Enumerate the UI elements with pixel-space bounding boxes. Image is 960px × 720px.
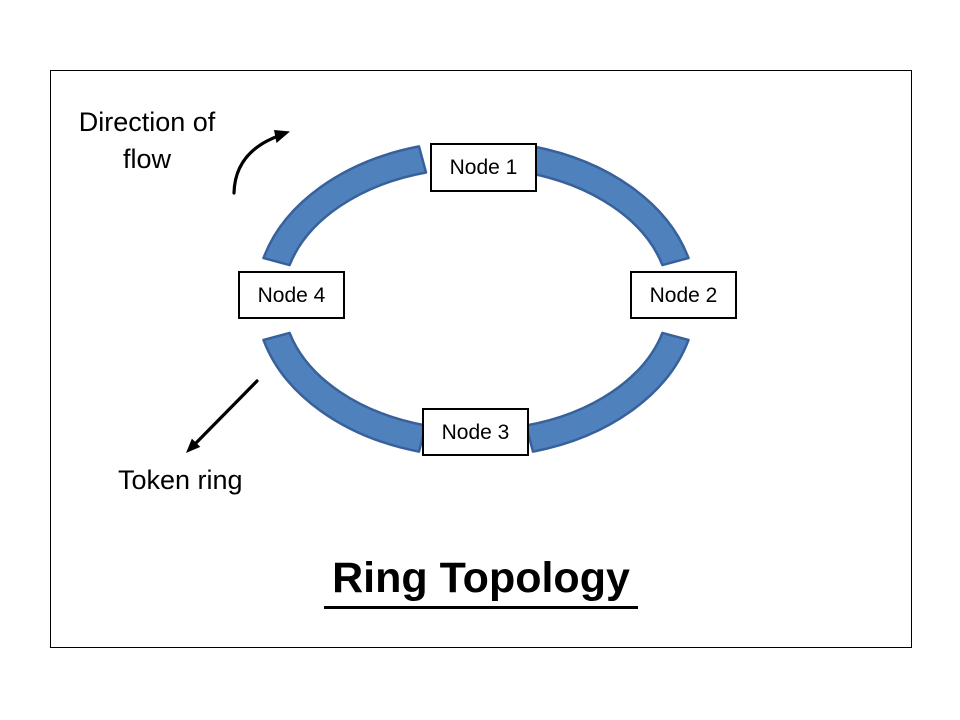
token-ring-arrowhead-icon <box>186 438 201 453</box>
node-1-label: Node 1 <box>449 156 518 179</box>
node-2-box: Node 2 <box>630 271 737 319</box>
node-2-label: Node 2 <box>649 283 718 307</box>
diagram-title-container: Ring Topology <box>50 554 912 609</box>
direction-of-flow-line2: flow <box>122 144 171 174</box>
node-1-box: Node 1 <box>430 143 537 192</box>
ring-arc-top-right <box>524 145 690 267</box>
diagram-title: Ring Topology <box>324 554 638 609</box>
direction-of-flow-arrow <box>232 133 283 195</box>
token-ring-pointer-arrow <box>192 379 259 447</box>
direction-of-flow-label: Direction of flow <box>52 104 242 178</box>
node-3-label: Node 3 <box>441 420 510 444</box>
node-4-label: Node 4 <box>257 283 326 307</box>
direction-of-flow-line1: Direction of <box>78 107 216 137</box>
node-3-box: Node 3 <box>422 408 529 456</box>
token-ring-label: Token ring <box>118 465 243 495</box>
ring-arc-bottom-left <box>262 331 428 453</box>
ring-arc-top-left <box>262 145 428 267</box>
ring-arc-bottom-right <box>524 331 690 453</box>
node-4-box: Node 4 <box>238 271 345 319</box>
direction-arrowhead-icon <box>274 130 290 143</box>
